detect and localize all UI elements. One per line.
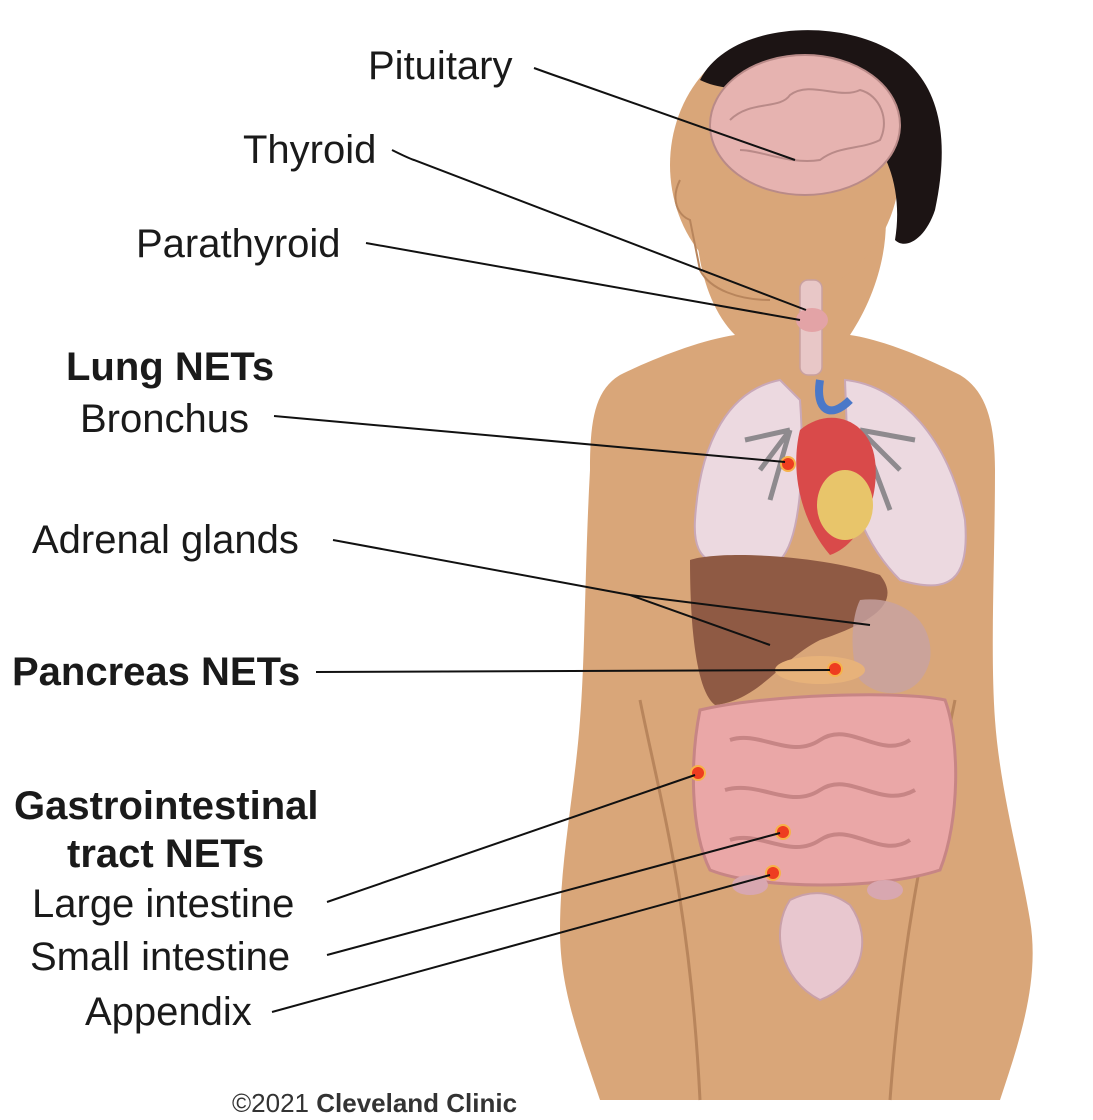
brain (710, 55, 900, 195)
label-adrenal-glands: Adrenal glands (32, 518, 299, 562)
copyright-org: Cleveland Clinic (316, 1088, 517, 1118)
thyroid-gland (796, 308, 828, 332)
label-parathyroid: Parathyroid (136, 222, 341, 266)
label-appendix: Appendix (85, 990, 252, 1034)
label-large-intestine: Large intestine (32, 882, 294, 926)
label-pancreas-nets: Pancreas NETs (12, 650, 300, 694)
label-small-intestine: Small intestine (30, 935, 290, 979)
intestines (693, 695, 955, 885)
label-pituitary: Pituitary (368, 44, 513, 88)
label-thyroid: Thyroid (243, 128, 376, 172)
tumor-marker-small-intestine (776, 825, 790, 839)
tumor-marker-appendix (766, 866, 780, 880)
tumor-marker-pancreas (828, 662, 842, 676)
label-gi-heading-line1: Gastrointestinal (14, 784, 319, 828)
copyright-year: ©2021 (232, 1088, 309, 1118)
label-lung-nets: Lung NETs (66, 345, 274, 389)
tumor-marker-bronchus (781, 457, 795, 471)
tumor-marker-large-intestine (691, 766, 705, 780)
label-bronchus: Bronchus (80, 397, 249, 441)
copyright-notice: ©2021 Cleveland Clinic (232, 1088, 517, 1119)
label-gi-heading-line2: tract NETs (67, 832, 264, 876)
